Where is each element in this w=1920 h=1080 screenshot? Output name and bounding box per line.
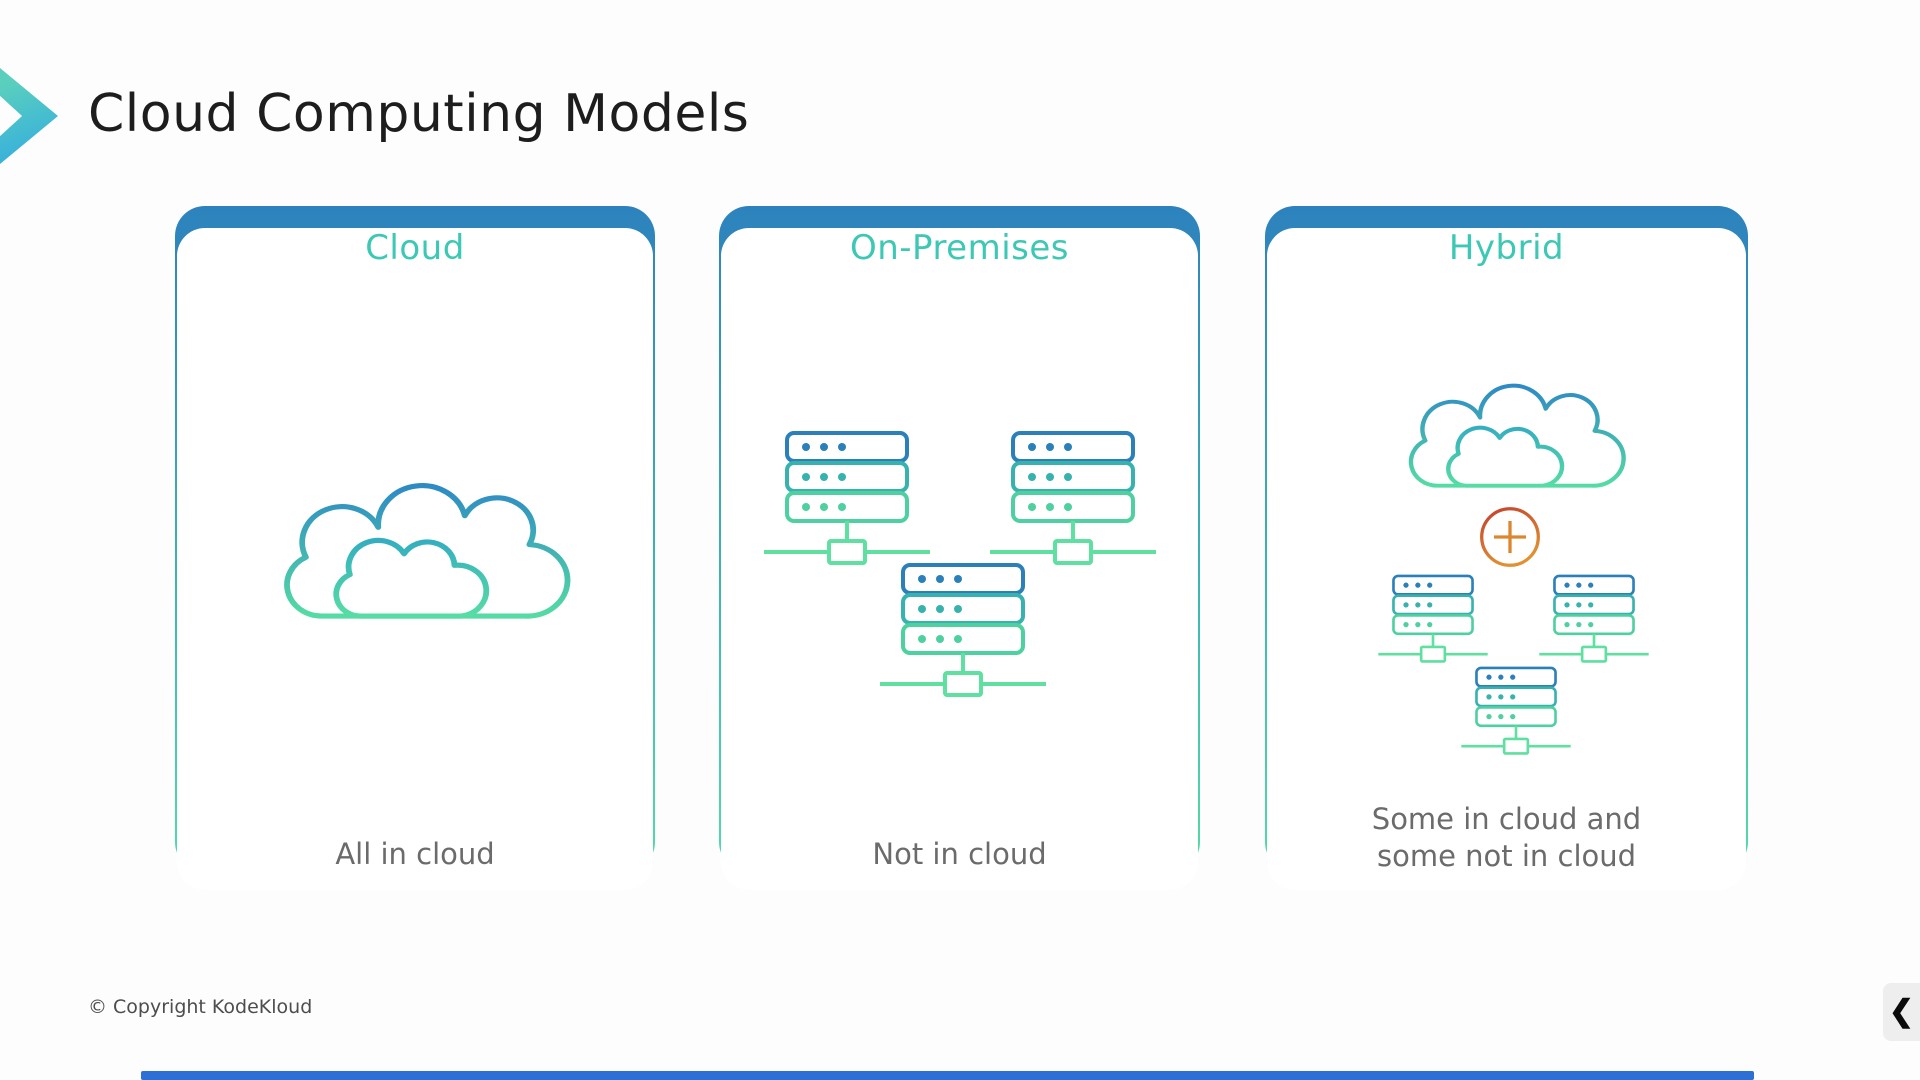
card-cloud-caption: All in cloud (335, 837, 495, 872)
card-hybrid-title: Hybrid (1448, 228, 1565, 268)
plus-circle-icon (1477, 504, 1543, 570)
cloud-icon (262, 473, 572, 623)
copyright-text: © Copyright KodeKloud (88, 996, 313, 1018)
card-on-premises-body: On-Premises Not in cloud (721, 228, 1198, 890)
card-hybrid-body: Hybrid Some in cloud and some not in clo… (1267, 228, 1746, 890)
card-cloud-title: Cloud (365, 228, 465, 268)
video-progress-bar[interactable] (141, 1071, 1754, 1080)
card-hybrid-caption: Some in cloud and some not in cloud (1371, 801, 1642, 874)
card-on-premises-title: On-Premises (849, 228, 1070, 268)
card-cloud: Cloud All in cloud (175, 206, 655, 890)
card-cloud-body: Cloud All in cloud (177, 228, 653, 890)
server-rack-icon (1377, 574, 1489, 666)
server-rack-icon (878, 562, 1048, 702)
card-on-premises: On-Premises Not in cloud (719, 206, 1200, 890)
prev-slide-button[interactable]: ❮ (1883, 983, 1920, 1041)
server-rack-icon (1460, 666, 1572, 758)
slide-title: Cloud Computing Models (88, 84, 750, 144)
card-on-premises-caption: Not in cloud (872, 837, 1047, 872)
card-hybrid: Hybrid Some in cloud and some not in clo… (1265, 206, 1748, 890)
kodekloud-chevron-logo (0, 68, 58, 164)
server-rack-icon (988, 430, 1158, 570)
server-rack-icon (762, 430, 932, 570)
chevron-left-icon: ❮ (1888, 995, 1915, 1028)
cloud-icon (1392, 376, 1627, 491)
server-rack-icon (1538, 574, 1650, 666)
